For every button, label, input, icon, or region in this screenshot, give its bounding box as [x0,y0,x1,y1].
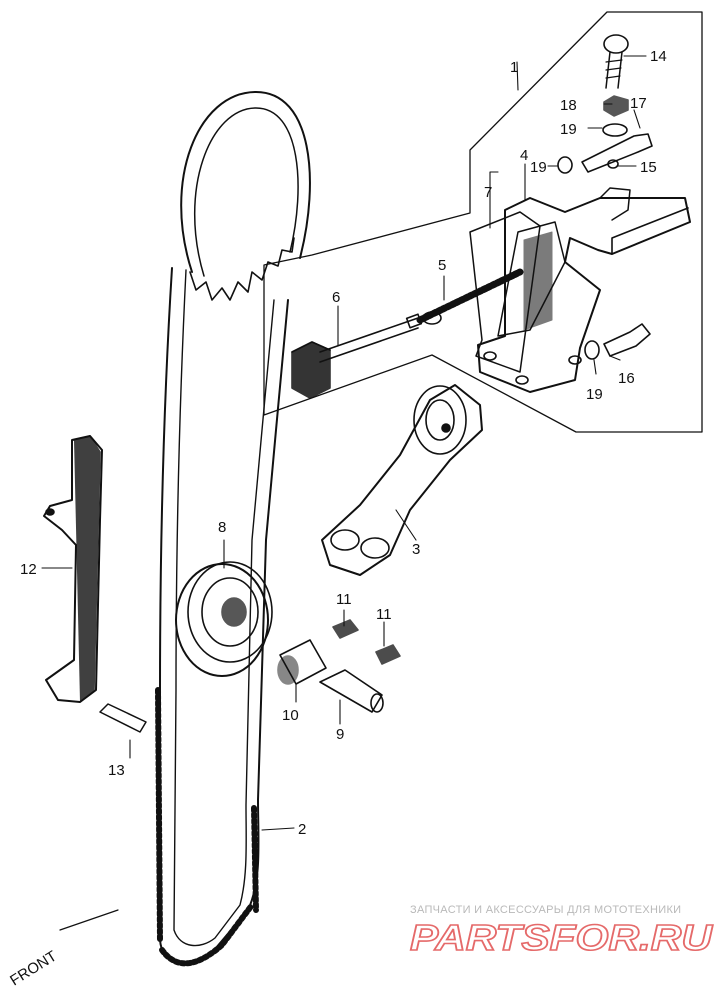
o-ring [607,159,619,169]
washer-top [602,123,628,137]
cam-chain [155,267,289,967]
tensioner-arm [321,384,483,576]
watermark-tagline: ЗАПЧАСТИ И АКСЕССУАРЫ ДЛЯ МОТОТЕХНИКИ [410,904,682,916]
tensioner-spring [416,268,524,325]
key-right [375,644,401,665]
collar [277,639,327,685]
callout-5: 5 [438,257,446,274]
watermark-logo-text: PARTSFOR.RU [410,917,713,958]
chain-roller [175,561,273,677]
callout-18: 18 [560,97,577,114]
washer-low [584,340,600,360]
washer-mid [557,156,573,174]
roller-shaft [319,669,384,713]
callout-19-low: 19 [586,386,603,403]
tensioner-body [477,187,691,393]
callout-6: 6 [332,289,340,306]
dowel-pin [99,703,147,733]
callout-15: 15 [640,159,657,176]
callout-13: 13 [108,762,125,779]
callout-1: 1 [510,59,518,76]
watermark-logo: PARTSFOR.RU [409,916,714,958]
adjuster-bolt [581,133,653,173]
callout-2: 2 [298,821,306,838]
callout-11-right: 11 [376,606,392,623]
callout-17: 17 [630,95,647,112]
callout-labels: 1 2 3 4 5 6 7 8 9 10 11 11 12 13 14 15 1… [7,48,667,989]
callout-16: 16 [618,370,635,387]
callout-19-mid: 19 [530,159,547,176]
callout-7: 7 [484,184,492,201]
top-bolt [603,34,629,89]
chain-guide [43,435,103,703]
gasket [469,211,541,373]
cam-sprocket [180,91,311,301]
callout-9: 9 [336,726,344,743]
callout-10: 10 [282,707,299,724]
subassembly-frame [263,11,703,433]
front-arrow-line [59,909,119,931]
front-label: FRONT [7,948,60,990]
callout-11-left: 11 [336,591,352,608]
callout-4: 4 [520,147,528,164]
leader-lines [41,55,647,831]
key-left [332,619,359,639]
callout-12: 12 [20,561,37,578]
callout-3: 3 [412,541,420,558]
side-bolt [603,323,651,357]
callout-19-top: 19 [560,121,577,138]
push-rod [291,313,423,399]
callout-14: 14 [650,48,667,65]
lock-nut [603,95,629,117]
callout-8: 8 [218,519,226,536]
